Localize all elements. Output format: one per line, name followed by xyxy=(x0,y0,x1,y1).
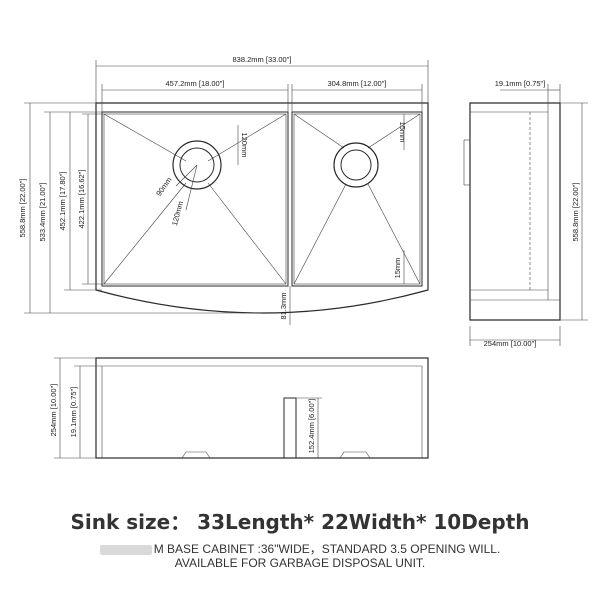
dim-apron-arc: 81.3mm xyxy=(279,292,288,319)
dim-inner-height-1: 533.4mm [21.00"] xyxy=(38,183,47,242)
dim-corner-top: 15mm xyxy=(398,122,407,143)
dim-drain-small: 90mm xyxy=(154,175,173,197)
left-drain-outer xyxy=(172,140,222,190)
dim-side-depth: 254mm [10.00"] xyxy=(484,339,537,348)
sink-technical-drawing: 838.2mm [33.00"] 457.2mm [18.00"] 304.8m… xyxy=(18,55,588,459)
dim-drain-large: 120mm xyxy=(170,200,185,226)
dim-front-rim: 19.1mm [0.75"] xyxy=(69,387,78,438)
front-left-drain xyxy=(181,451,211,459)
note-line-1-text: M BASE CABINET :36"WIDE，STANDARD 3.5 OPE… xyxy=(153,542,501,556)
note-line-2: AVAILABLE FOR GARBAGE DISPOSAL UNIT. xyxy=(174,556,426,570)
front-divider xyxy=(283,397,297,458)
sink-size-title: Sink size： 33Length* 22Width* 10Depth xyxy=(70,510,530,534)
top-view xyxy=(24,60,429,325)
dim-divider-height: 152.4mm [6.00"] xyxy=(307,399,316,454)
side-outline xyxy=(469,102,561,321)
left-bowl-inner xyxy=(103,113,287,285)
right-bowl-rim xyxy=(291,111,423,287)
front-view xyxy=(54,357,429,459)
dim-apron-thickness: 19.1mm [0.75"] xyxy=(495,79,546,88)
dim-drain-offset: 120mm xyxy=(240,132,249,157)
sink-outline xyxy=(95,102,429,314)
left-drain-inner xyxy=(179,147,215,183)
right-drain-outer xyxy=(333,142,379,188)
dim-inner-height-2: 452.1mm [17.80"] xyxy=(58,172,67,231)
dim-left-bowl-width: 457.2mm [18.00"] xyxy=(166,79,225,88)
note-line-1: M BASE CABINET :36"WIDE，STANDARD 3.5 OPE… xyxy=(0,540,600,557)
dim-inner-height-3: 422.1mm [16.62"] xyxy=(77,170,86,229)
front-right-drain xyxy=(339,451,371,459)
dim-right-bowl-width: 304.8mm [12.00"] xyxy=(328,79,387,88)
right-drain-inner xyxy=(340,149,372,181)
dim-overall-width: 838.2mm [33.00"] xyxy=(233,55,292,64)
blurred-text xyxy=(99,544,152,555)
right-bowl-inner xyxy=(293,113,421,285)
dim-corner-bottom: 15mm xyxy=(393,258,402,279)
front-outline xyxy=(95,357,429,459)
side-view xyxy=(463,84,588,346)
dim-side-height: 558.8mm [22.00"] xyxy=(571,183,580,242)
dim-overall-height: 558.8mm [22.00"] xyxy=(18,179,27,238)
dim-front-height: 254mm [10.00"] xyxy=(49,384,58,437)
left-bowl-rim xyxy=(101,111,289,287)
